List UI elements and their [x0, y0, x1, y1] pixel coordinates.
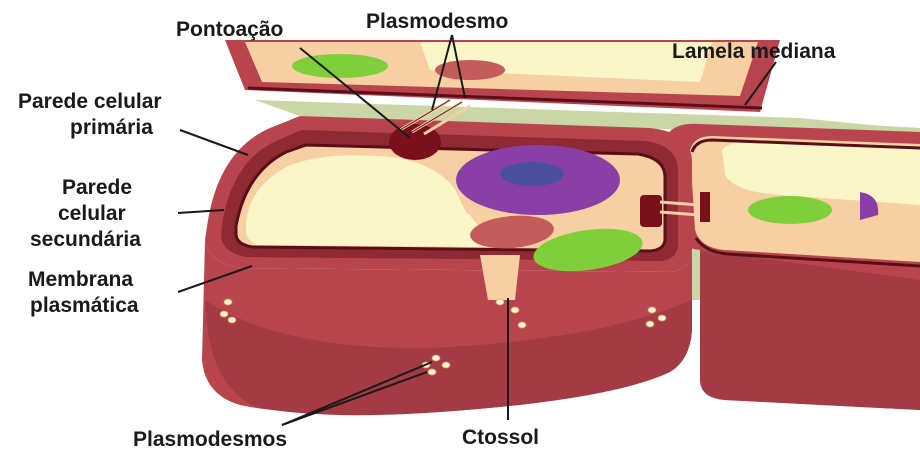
- right-cell: [665, 124, 920, 410]
- leader-parede-primaria: [180, 130, 248, 155]
- chloroplast: [748, 196, 832, 224]
- label-parede-primaria-line1: Parede celular: [18, 90, 162, 113]
- label-lamela-mediana: Lamela mediana: [672, 40, 836, 63]
- chloroplast: [292, 54, 388, 78]
- nucleolus: [500, 162, 564, 186]
- label-plasmodesmo: Plasmodesmo: [366, 10, 508, 33]
- label-membrana-line2: plasmática: [30, 294, 139, 317]
- label-pontoacao: Pontoação: [176, 18, 283, 41]
- label-parede-secundaria-line1: Parede: [62, 176, 132, 199]
- label-parede-secundaria-line3: secundária: [30, 228, 141, 251]
- label-membrana-line1: Membrana: [28, 268, 133, 291]
- label-parede-primaria-line2: primária: [70, 116, 153, 139]
- label-citosol: Ctossol: [462, 426, 539, 449]
- label-plasmodesmos: Plasmodesmos: [133, 428, 287, 451]
- main-cell: [202, 116, 692, 415]
- label-parede-secundaria-line2: celular: [58, 202, 126, 225]
